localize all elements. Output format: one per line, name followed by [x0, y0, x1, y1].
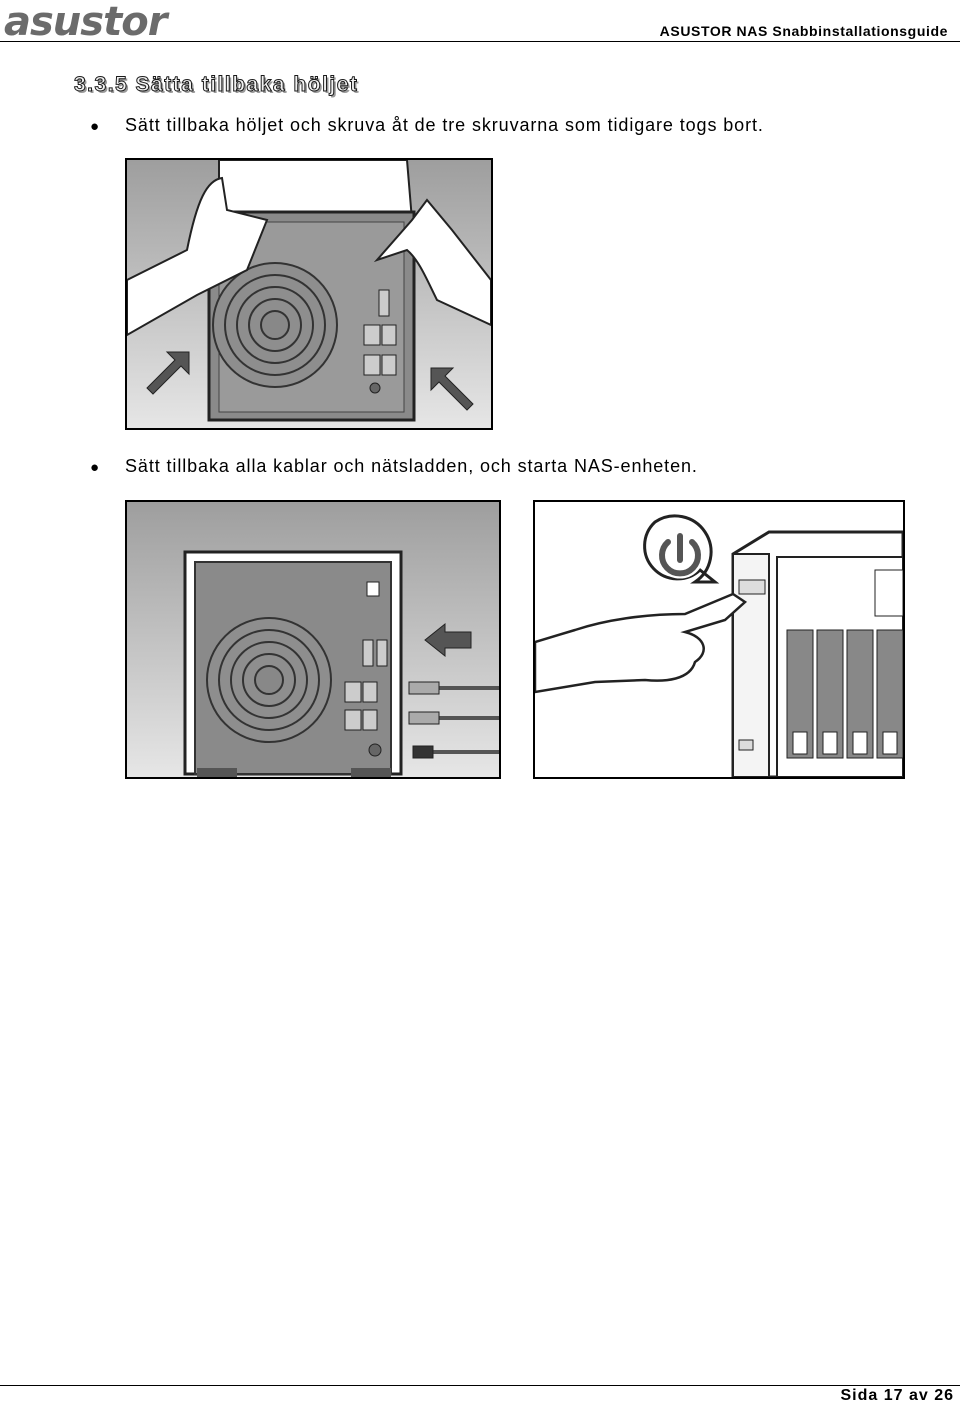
footer-divider: [0, 1385, 960, 1386]
section-heading: 3.3.5 Sätta tillbaka höljet: [73, 73, 359, 97]
step-2-text: Sätt tillbaka alla kablar och nätsladden…: [125, 456, 698, 476]
bullet-icon: ●: [90, 459, 100, 476]
header-divider: [0, 41, 960, 42]
figure-replace-cover: [125, 158, 493, 430]
asustor-logo: asustor: [4, 0, 204, 45]
figure-reconnect-cables: [125, 500, 501, 779]
figure-power-button: [533, 500, 905, 779]
step-1-text: Sätt tillbaka höljet och skruva åt de tr…: [125, 115, 764, 135]
svg-text:asustor: asustor: [4, 2, 170, 40]
bullet-icon: ●: [90, 118, 100, 135]
page-number: Sida 17 av 26: [840, 1387, 954, 1404]
document-title: ASUSTOR NAS Snabbinstallationsguide: [659, 23, 948, 39]
